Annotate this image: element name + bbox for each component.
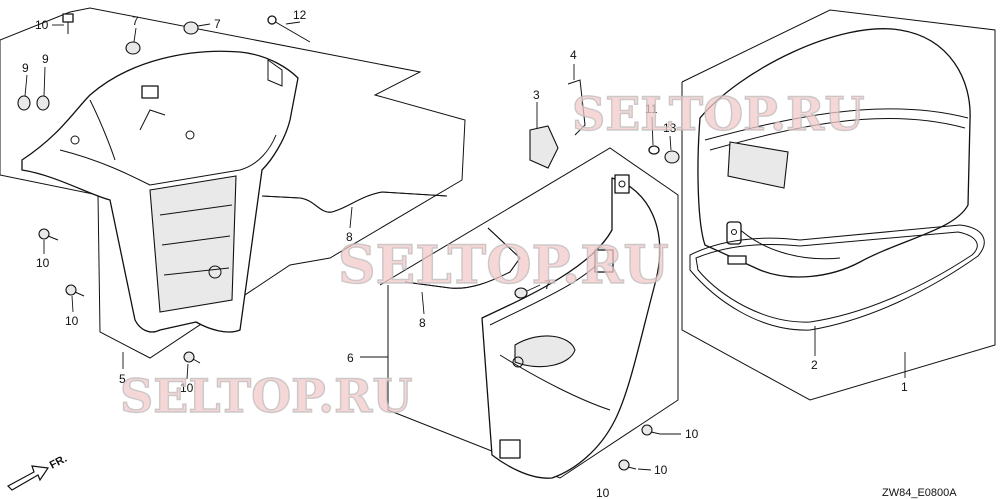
label-9-a: 9 xyxy=(22,61,29,75)
front-direction-label: FR. xyxy=(48,453,69,472)
label-9-b: 9 xyxy=(42,52,49,66)
rear-under-cover xyxy=(481,174,661,479)
washer-11 xyxy=(648,145,660,155)
diagram-code: ZW84_E0800A xyxy=(882,487,957,499)
rear-assembly-frame xyxy=(379,147,679,479)
cover-seal-gasket xyxy=(689,224,985,331)
label-13: 13 xyxy=(663,121,677,135)
grommet-7-a xyxy=(125,41,141,55)
spring-4 xyxy=(567,79,586,136)
bolt-10-left-2 xyxy=(65,284,85,297)
label-1: 1 xyxy=(901,380,908,394)
label-5: 5 xyxy=(119,372,126,386)
front-direction-arrow: FR. xyxy=(7,453,69,491)
label-10-a: 10 xyxy=(35,18,49,32)
top-engine-cover xyxy=(697,28,971,278)
top-cover-frame xyxy=(681,9,996,401)
label-10-e: 10 xyxy=(685,427,699,441)
label-6: 6 xyxy=(347,351,354,365)
watermark-middle: SELTOP.RU xyxy=(338,235,669,296)
label-10-g: 10 xyxy=(596,486,610,499)
bolt-10-left-1 xyxy=(38,228,59,241)
grommet-7-c xyxy=(514,287,528,299)
pin-12 xyxy=(267,15,311,43)
label-3: 3 xyxy=(533,88,540,102)
grommet-7-b xyxy=(183,21,199,35)
clip-9-b xyxy=(36,95,50,111)
callout-lines xyxy=(24,21,906,471)
label-12: 12 xyxy=(293,8,307,22)
label-8-a: 8 xyxy=(346,230,353,244)
label-10-c: 10 xyxy=(65,314,79,328)
label-8-b: 8 xyxy=(419,316,426,330)
bolt-10-rear-1 xyxy=(641,424,661,436)
label-11: 11 xyxy=(645,102,658,116)
bolt-10-bottom xyxy=(183,351,201,364)
clip-9-a xyxy=(17,95,31,111)
part-labels: 1 2 3 4 5 6 7 7 7 8 8 9 9 10 10 10 10 10… xyxy=(22,8,908,499)
label-10-f: 10 xyxy=(654,463,668,477)
bolt-10-top xyxy=(62,13,74,34)
watermarks: SELTOP.RU SELTOP.RU SELTOP.RU xyxy=(119,86,865,423)
grommet-13 xyxy=(664,150,680,164)
label-7-c: 7 xyxy=(544,278,551,292)
seal-rubber-lower xyxy=(404,227,521,289)
label-4: 4 xyxy=(570,48,577,62)
label-10-b: 10 xyxy=(36,256,50,270)
seal-rubber-upper xyxy=(261,191,448,213)
front-under-cover xyxy=(21,50,299,333)
watermark-top: SELTOP.RU xyxy=(572,87,865,141)
label-7-a: 7 xyxy=(132,14,139,28)
label-7-b: 7 xyxy=(214,17,221,31)
watermark-bottom: SELTOP.RU xyxy=(120,369,413,423)
bolt-10-rear-2 xyxy=(618,459,637,471)
label-10-d: 10 xyxy=(180,381,194,395)
hinge-bracket-3 xyxy=(529,125,559,169)
label-2: 2 xyxy=(811,358,818,372)
front-assembly-frame xyxy=(0,7,466,359)
